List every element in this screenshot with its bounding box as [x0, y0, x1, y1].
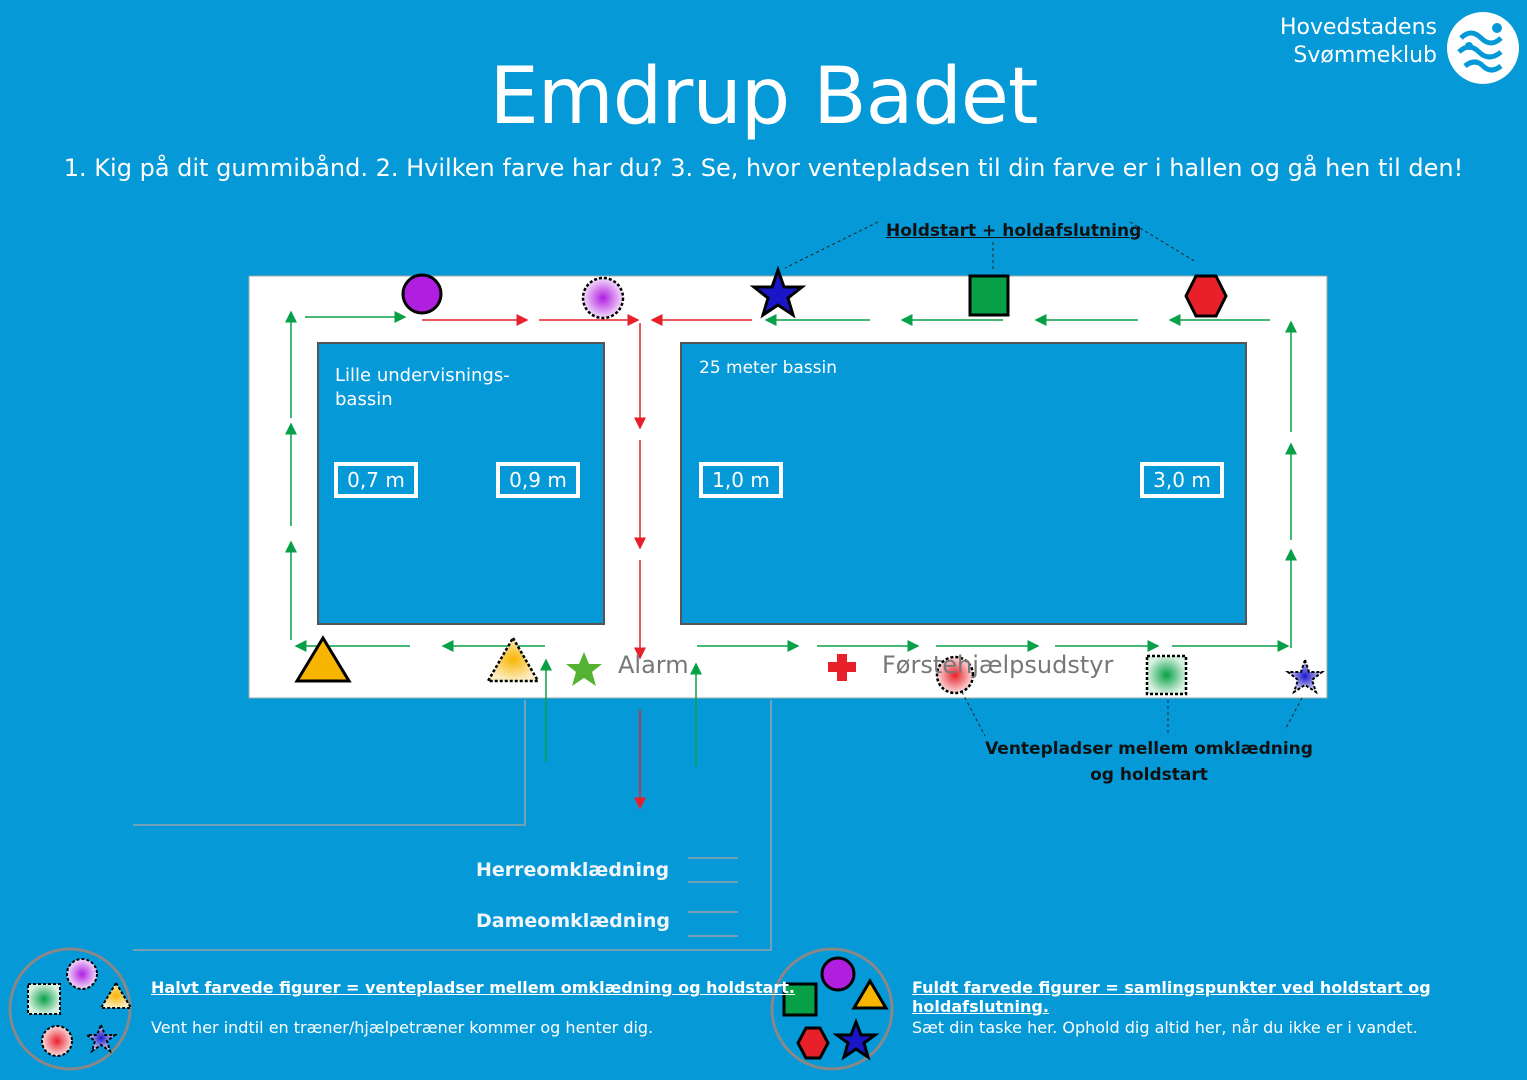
depth-badge: 1,0 m: [699, 462, 783, 498]
waiting-label-line-1: Ventepladser mellem omklædning: [985, 739, 1313, 759]
mens-changing-room-label: Herreomklædning: [476, 859, 670, 881]
annotation-lines: [784, 221, 1303, 737]
first-aid-label: Førstehjælpsudstyr: [882, 651, 1114, 679]
womens-changing-room-label: Dameomklædning: [476, 910, 670, 932]
orange-triangle-icon: [294, 635, 352, 683]
legend-full-text: Sæt din taske her. Ophold dig altid her,…: [912, 1018, 1418, 1037]
changing-room-lines: [133, 700, 772, 951]
depth-badge: 0,9 m: [496, 462, 580, 498]
green-waiting-square-icon: [1145, 654, 1188, 696]
first-aid-cross-icon: [828, 654, 856, 681]
red-route-arrows: [422, 314, 752, 810]
small-pool-label-line-1: Lille undervisnings-: [335, 365, 510, 386]
legend-full-circle: [770, 947, 894, 1071]
blue-waiting-star-icon: [1285, 656, 1325, 695]
logo-line-1: Hovedstadens: [1280, 15, 1437, 40]
depth-badge: 0,7 m: [334, 462, 418, 498]
waiting-area-label: Ventepladser mellem omklædning og holdst…: [960, 736, 1338, 788]
small-pool-label-line-2: bassin: [335, 389, 393, 410]
instructions-text: 1. Kig på dit gummibånd. 2. Hvilken farv…: [63, 154, 1464, 182]
swimmer-logo-icon: [1457, 23, 1503, 73]
club-logo-icon: [1447, 12, 1519, 84]
purple-circle-icon: [401, 273, 443, 315]
legend-half-text: Vent her indtil en træner/hjælpetræner k…: [151, 1018, 654, 1037]
red-waiting-circle-icon: [935, 655, 975, 695]
page-title: Emdrup Badet: [489, 52, 1039, 142]
small-teaching-pool: [317, 342, 605, 625]
big-pool-label: 25 meter bassin: [699, 358, 837, 378]
logo-line-2: Svømmeklub: [1293, 43, 1437, 68]
orange-waiting-triangle-icon: [485, 635, 541, 683]
legend-half-title: Halvt farvede figurer = ventepladser mel…: [151, 978, 796, 997]
waiting-label-line-2: og holdstart: [1090, 765, 1208, 785]
legend-full-title: Fuldt farvede figurer = samlingspunkter …: [912, 978, 1431, 1016]
holdstart-label: Holdstart + holdafslutning: [886, 221, 1142, 241]
25-meter-pool: [680, 342, 1247, 625]
green-route-arrows: [285, 310, 1297, 766]
alarm-star-icon: [566, 652, 602, 686]
red-hexagon-icon: [1184, 274, 1228, 318]
club-logo-text: Hovedstadens Svømmeklub: [1280, 14, 1437, 70]
depth-badge: 3,0 m: [1140, 462, 1224, 498]
alarm-label: Alarm: [618, 651, 689, 679]
green-square-icon: [968, 274, 1010, 317]
blue-star-icon: [749, 265, 807, 319]
purple-waiting-circle-icon: [581, 276, 625, 320]
small-pool-label: Lille undervisnings- bassin: [335, 364, 510, 412]
